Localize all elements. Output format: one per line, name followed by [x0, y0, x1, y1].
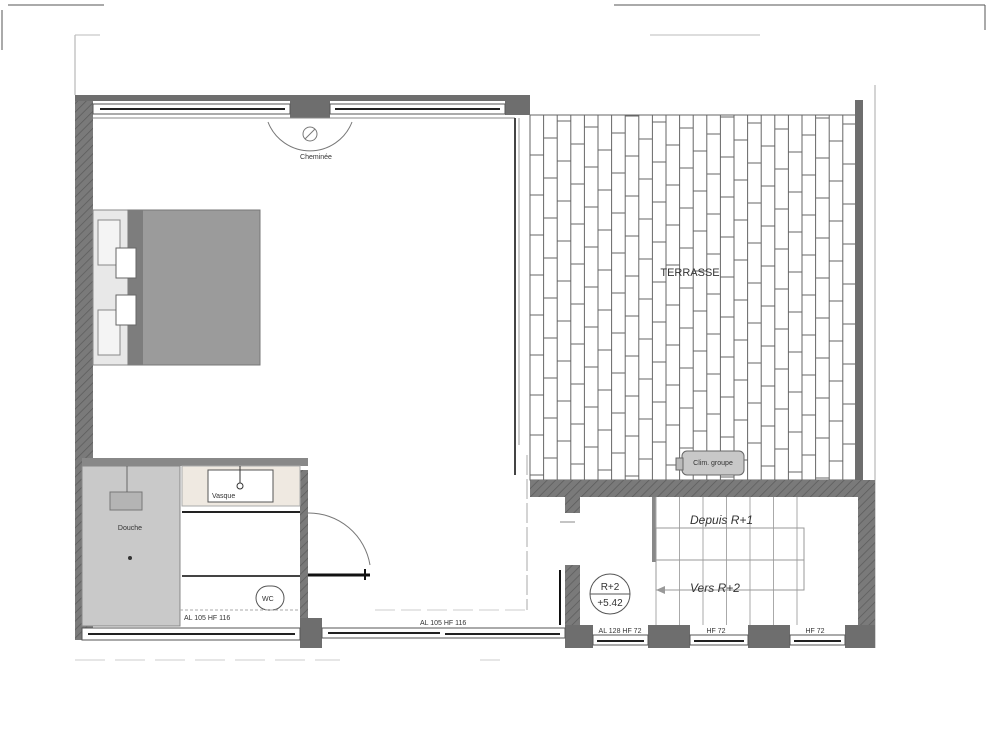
window-label-stair-1: AL 128 HF 72: [599, 628, 642, 635]
pier-top-right: [505, 95, 530, 115]
level-elevation: +5.42: [597, 598, 623, 609]
window-label-stair-2: HF 72: [706, 628, 725, 635]
window-label-stair-3: HF 72: [805, 628, 824, 635]
bathroom: Douche Vasque WC AL 105 HF 116: [81, 458, 308, 627]
entry-lines: [375, 455, 575, 625]
staircase: Depuis R+1 Vers R+2 R+2 +5.42: [580, 497, 858, 625]
terrace: TERRASSE: [529, 114, 859, 481]
terrace-label: TERRASSE: [660, 267, 719, 279]
wall-terrace-right: [855, 100, 863, 480]
chimney-pier: [290, 95, 330, 118]
pier-bottom-1: [300, 618, 322, 648]
pier-bottom-2: [565, 625, 593, 648]
pier-bottom-4: [748, 625, 790, 648]
ac-unit: Clim. groupe: [675, 450, 745, 476]
ac-unit-label: Clim. groupe: [693, 460, 733, 467]
pillow: [97, 219, 121, 266]
pier-bottom-3: [648, 625, 690, 648]
fireplace-label: Cheminée: [300, 154, 332, 161]
stair-from-label: Depuis R+1: [690, 513, 753, 527]
stair-steps: [655, 497, 798, 625]
wc-label: WC: [262, 596, 274, 603]
bathroom-door: [307, 512, 371, 580]
pillow: [115, 294, 137, 326]
fireplace-icon: [302, 126, 318, 142]
pillow: [115, 247, 137, 279]
fireplace: Cheminée: [267, 121, 353, 161]
wall-stair-left-bottom: [565, 565, 580, 625]
wall-stair-right: [858, 480, 875, 648]
bed: [92, 209, 261, 366]
pillow: [97, 309, 121, 356]
shower: [81, 465, 181, 627]
level-marker: R+2 +5.42: [589, 573, 631, 615]
windows-bottom: AL 105 HF 116 AL 128 HF 72 HF 72 HF 72: [81, 620, 846, 646]
wall-stair-top: [530, 480, 875, 497]
shower-label: Douche: [118, 525, 142, 532]
walls: [75, 95, 875, 648]
basin-label: Vasque: [212, 493, 235, 500]
stair-to-label: Vers R+2: [690, 581, 740, 595]
wall-stair-left-top: [565, 497, 580, 513]
window-label-bathroom: AL 105 HF 116: [184, 615, 230, 622]
wall-bathroom-right: [300, 470, 308, 618]
level-name: R+2: [601, 582, 620, 593]
window-label-bedroom: AL 105 HF 116: [420, 620, 466, 627]
terrace-planks: [529, 114, 858, 480]
windows-top: [92, 103, 520, 475]
pier-bottom-5: [845, 625, 875, 648]
